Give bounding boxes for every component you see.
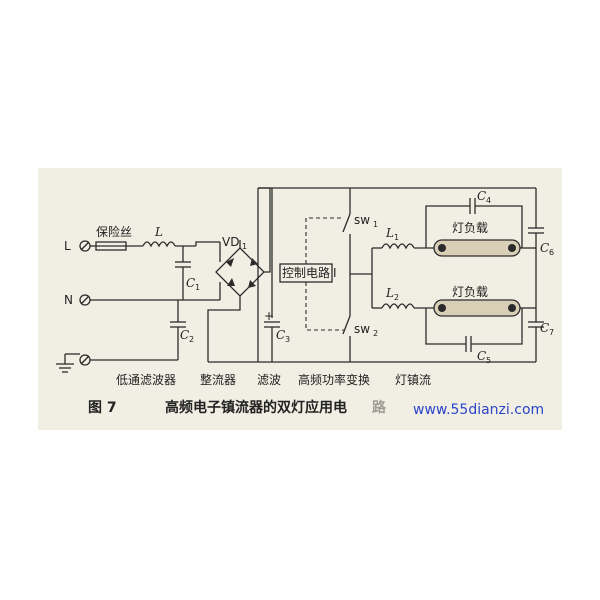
cap-c7-label: C bbox=[540, 321, 549, 335]
figure-number: 图 7 bbox=[88, 400, 117, 416]
section-rectifier-label: 整流器 bbox=[200, 372, 236, 387]
rectifier-subscript: 1 bbox=[242, 242, 247, 251]
control-pin-label: I bbox=[333, 266, 337, 280]
cap-c4-subscript: 4 bbox=[486, 196, 491, 205]
section-filter-label: 低通滤波器 bbox=[116, 373, 176, 387]
cap-c7-subscript: 7 bbox=[549, 328, 554, 337]
switch-sw1-label: sw bbox=[354, 213, 370, 227]
switch-sw2-label: sw bbox=[354, 322, 370, 336]
cap-c4-label: C bbox=[477, 189, 486, 203]
figure-title-cut: 路 bbox=[372, 399, 387, 416]
cap-c3-label: C bbox=[276, 328, 285, 342]
control-line-sw2 bbox=[305, 282, 344, 331]
cap-c1-subscript: 1 bbox=[195, 283, 200, 292]
lamp-2-label: 灯负载 bbox=[452, 285, 488, 299]
cap-c5-label: C bbox=[477, 349, 486, 363]
bridge-rectifier-symbol bbox=[215, 247, 265, 297]
terminal-n-screw-icon bbox=[79, 294, 91, 306]
cap-c6-subscript: 6 bbox=[549, 248, 554, 257]
rectifier-label: VD bbox=[222, 235, 239, 249]
cap-c2-label: C bbox=[180, 328, 189, 342]
cap-c1-label: C bbox=[186, 276, 195, 290]
inductor-l1-subscript: 1 bbox=[394, 233, 399, 242]
ground-icon bbox=[56, 353, 80, 373]
section-ballast-label: 灯镇流 bbox=[395, 373, 431, 387]
watermark-text: www.55dianzi.com bbox=[413, 402, 544, 418]
section-smoothing-label: 滤波 bbox=[257, 373, 281, 387]
inductor-l-symbol bbox=[142, 241, 176, 248]
inductor-l1-label: L bbox=[385, 226, 394, 240]
cap-c3-subscript: 3 bbox=[285, 335, 290, 344]
inductor-l1-symbol bbox=[381, 243, 415, 250]
cap-c5-subscript: 5 bbox=[486, 356, 491, 365]
cap-c3-polarity: + bbox=[264, 309, 274, 323]
figure-title: 高频电子镇流器的双灯应用电 bbox=[165, 399, 347, 416]
cap-c2-subscript: 2 bbox=[189, 335, 194, 344]
lamp-1-tube bbox=[433, 239, 521, 257]
terminal-l-screw-icon bbox=[79, 240, 91, 252]
inductor-l-label: L bbox=[154, 225, 163, 239]
switch-sw2-subscript: 2 bbox=[373, 329, 378, 338]
fuse-label: 保险丝 bbox=[96, 224, 132, 239]
terminal-ground-screw-icon bbox=[79, 354, 91, 366]
cap-c6-label: C bbox=[540, 241, 549, 255]
inductor-l2-symbol bbox=[381, 303, 415, 310]
inductor-l2-label: L bbox=[385, 286, 394, 300]
lamp-2-tube bbox=[433, 299, 521, 317]
terminal-l-label: L bbox=[64, 239, 71, 253]
section-inverter-label: 高频功率变换 bbox=[298, 372, 370, 387]
terminal-n-label: N bbox=[64, 293, 73, 307]
switch-sw2-blade bbox=[342, 315, 351, 335]
control-line-sw1 bbox=[305, 217, 344, 264]
switch-sw1-blade bbox=[342, 213, 351, 233]
lamp-1-label: 灯负载 bbox=[452, 221, 488, 235]
inductor-l2-subscript: 2 bbox=[394, 293, 399, 302]
switch-sw1-subscript: 1 bbox=[373, 220, 378, 229]
control-circuit-label: 控制电路 bbox=[282, 265, 330, 280]
